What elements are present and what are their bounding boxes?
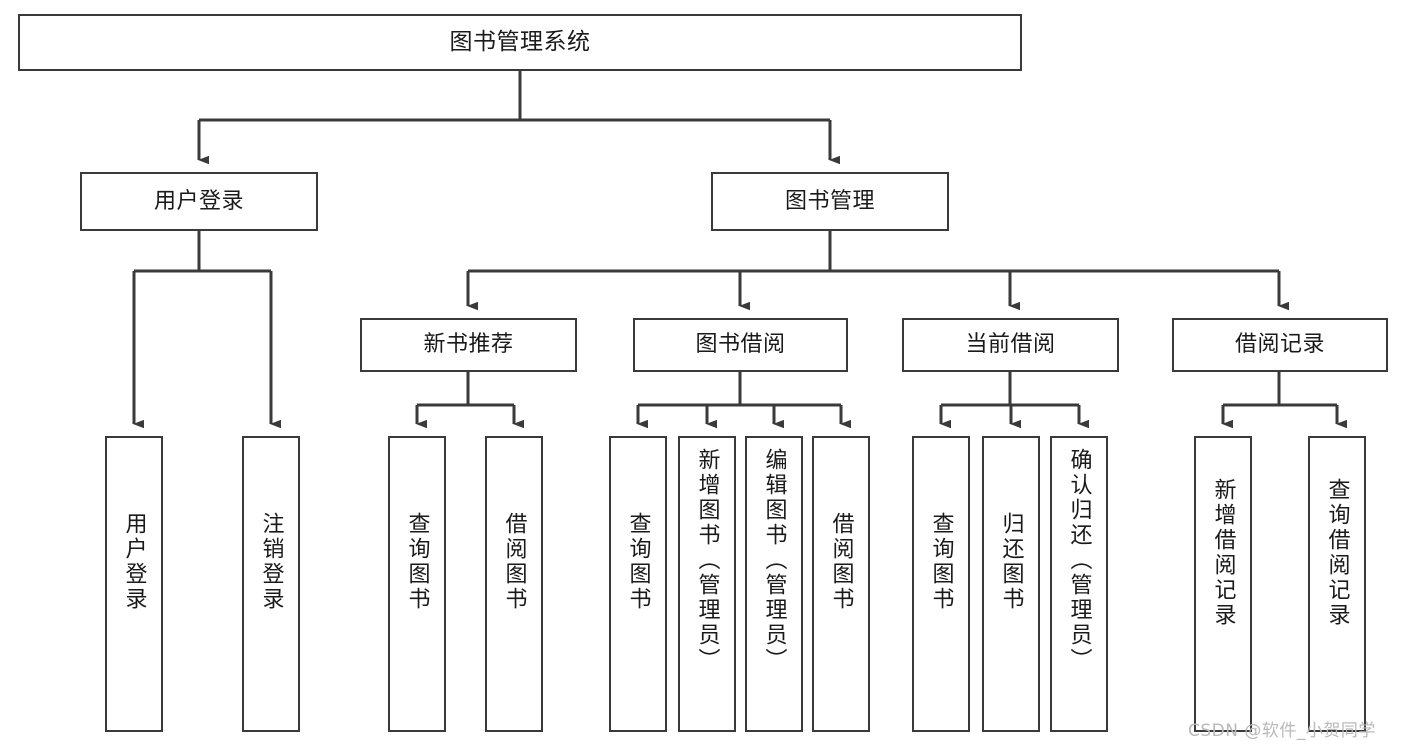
node-label: 新增借阅记录 <box>1210 478 1236 628</box>
node-label: 借阅记录 <box>1234 332 1325 358</box>
leaf-edit-book-admin[interactable]: 编辑图书（管理员） <box>745 436 803 732</box>
node-label: 借阅图书 <box>828 512 854 612</box>
node-label: 用户登录 <box>153 188 244 214</box>
node-label: 图书管理系统 <box>449 28 591 55</box>
node-book-management[interactable]: 图书管理 <box>711 172 949 231</box>
node-label: 用户登录 <box>121 512 147 612</box>
node-label: 借阅图书 <box>501 512 527 612</box>
node-label: 确认归还（管理员） <box>1066 448 1092 673</box>
leaf-add-borrow-record[interactable]: 新增借阅记录 <box>1194 436 1252 732</box>
node-label: 归还图书 <box>998 512 1024 612</box>
node-borrow-record[interactable]: 借阅记录 <box>1172 318 1388 372</box>
node-label: 查询图书 <box>625 512 651 612</box>
node-label: 当前借阅 <box>965 332 1056 358</box>
node-label: 查询图书 <box>404 512 430 612</box>
node-label: 新书推荐 <box>423 332 514 358</box>
leaf-query-book-borrow[interactable]: 查询图书 <box>609 436 667 732</box>
leaf-logout[interactable]: 注销登录 <box>242 436 300 732</box>
node-label: 图书借阅 <box>695 332 786 358</box>
node-label: 查询图书 <box>928 512 954 612</box>
leaf-user-login[interactable]: 用户登录 <box>105 436 163 732</box>
node-root-library-system[interactable]: 图书管理系统 <box>18 14 1022 71</box>
node-label: 编辑图书（管理员） <box>761 448 787 673</box>
leaf-borrow-book-new[interactable]: 借阅图书 <box>485 436 543 732</box>
node-label: 注销登录 <box>258 512 284 612</box>
node-new-book-recommend[interactable]: 新书推荐 <box>360 318 577 372</box>
node-label: 查询借阅记录 <box>1324 478 1350 628</box>
node-book-borrow[interactable]: 图书借阅 <box>633 318 848 372</box>
node-user-login[interactable]: 用户登录 <box>80 172 318 231</box>
leaf-confirm-return-admin[interactable]: 确认归还（管理员） <box>1050 436 1108 732</box>
leaf-add-book-admin[interactable]: 新增图书（管理员） <box>678 436 736 732</box>
watermark-csdn: CSDN @软件_小贺同学 <box>1188 721 1376 741</box>
node-label: 图书管理 <box>784 188 875 214</box>
node-current-borrow[interactable]: 当前借阅 <box>902 318 1119 372</box>
leaf-borrow-book[interactable]: 借阅图书 <box>812 436 870 732</box>
leaf-query-book-current[interactable]: 查询图书 <box>912 436 970 732</box>
node-label: 新增图书（管理员） <box>694 448 720 673</box>
leaf-query-borrow-record[interactable]: 查询借阅记录 <box>1308 436 1366 732</box>
leaf-return-book[interactable]: 归还图书 <box>982 436 1040 732</box>
leaf-query-book-new[interactable]: 查询图书 <box>388 436 446 732</box>
